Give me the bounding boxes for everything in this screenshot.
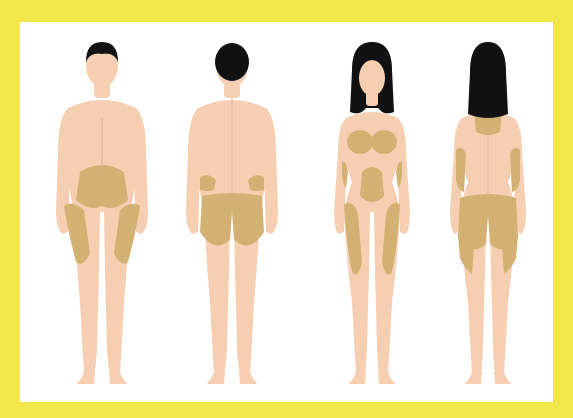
figure-female-back xyxy=(428,22,548,402)
figure-male-back xyxy=(172,22,292,402)
male-front-illustration xyxy=(42,22,162,402)
illustration-panel xyxy=(20,22,553,402)
figure-male-front xyxy=(42,22,162,402)
male-back-illustration xyxy=(172,22,292,402)
female-front-illustration xyxy=(312,22,432,402)
female-back-illustration xyxy=(428,22,548,402)
figure-female-front xyxy=(312,22,432,402)
